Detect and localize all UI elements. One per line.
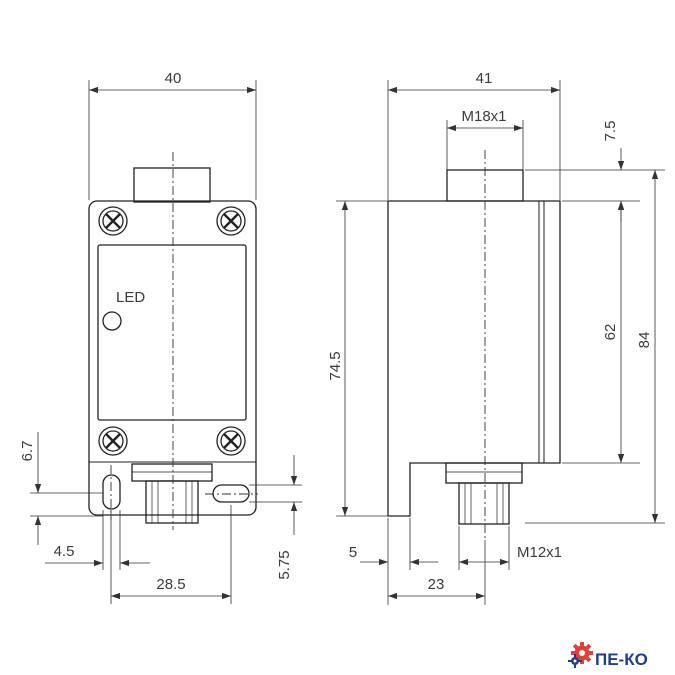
dim-foot: 5 [349,544,357,561]
front-label-window [97,244,247,421]
dim-hole-size: 5.75 [276,550,293,579]
gear-icon [571,642,593,664]
dim-connector-offset: 23 [428,576,445,593]
dim-hole-spacing: 28.5 [156,576,185,593]
dim-bottom-height: 6.7 [19,441,36,462]
dim-width-side: 41 [476,70,493,87]
front-connector [131,463,213,482]
gear-icon [568,654,582,668]
front-view [88,167,257,524]
side-housing [387,200,561,517]
screw-icon [98,206,128,236]
front-housing [88,200,257,516]
dim-connector-thread: M12x1 [517,544,562,561]
dim-width-front: 40 [165,70,182,87]
logo-text: ПЕ-КО [595,650,648,669]
side-connector [445,462,523,484]
screw-icon [216,206,246,236]
dim-inner-height: 62 [602,324,619,341]
led-indicator-icon [102,311,122,331]
screw-icon [216,426,246,456]
dim-thread-top: M18x1 [461,108,506,125]
dim-top-offset: 7.5 [602,121,619,142]
mounting-slot-right [212,484,250,503]
mounting-slot-left [102,474,121,510]
dim-height: 74.5 [327,351,344,380]
screw-icon [98,426,128,456]
dim-total-height: 84 [636,332,653,349]
led-label: LED [116,289,145,306]
company-logo: ПЕ-КО [568,642,648,669]
side-view [387,169,561,525]
front-top-thread [133,167,211,203]
dim-hole-offset: 4.5 [54,543,75,560]
